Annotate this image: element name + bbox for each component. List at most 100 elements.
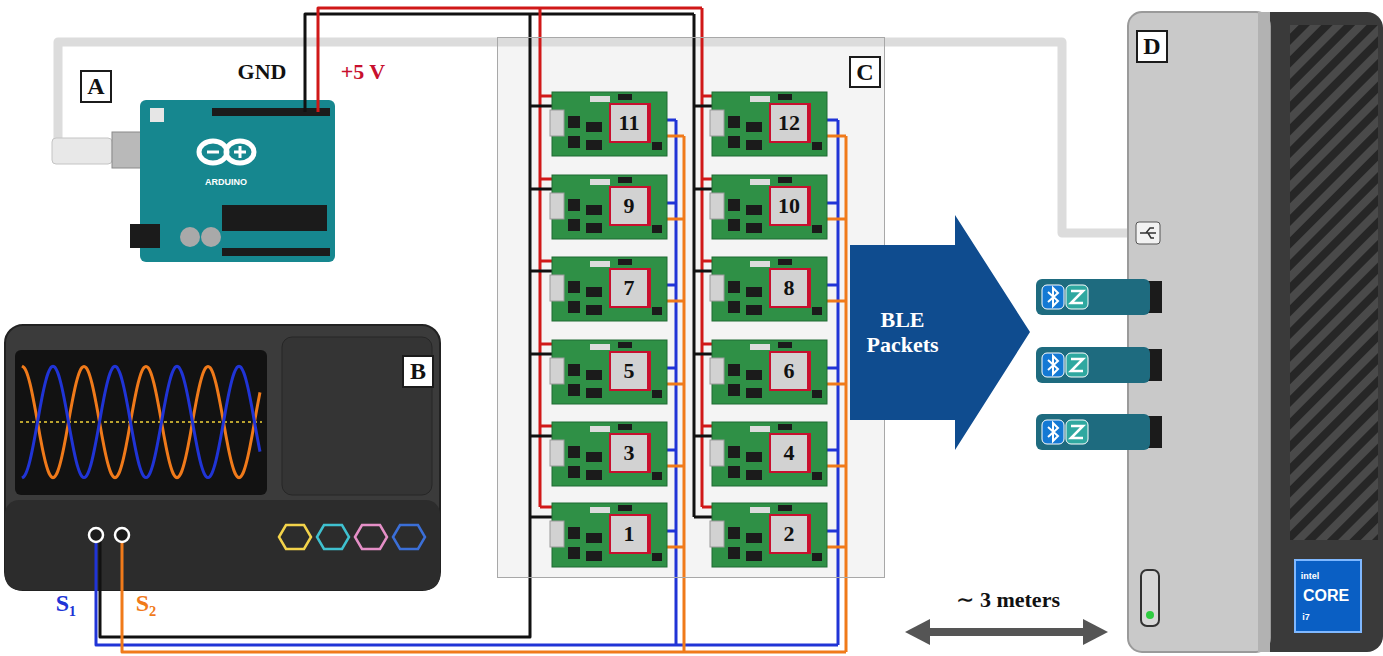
pcb-chip bbox=[568, 547, 580, 559]
ground-stub bbox=[694, 435, 712, 438]
zigbee-glyph bbox=[1071, 291, 1083, 303]
board-number: 6 bbox=[784, 359, 795, 383]
signal-stub-s2 bbox=[667, 383, 684, 386]
board-number-box: 12 bbox=[769, 103, 811, 143]
generator-button bbox=[317, 525, 349, 549]
pcb-chip bbox=[728, 466, 740, 478]
signal-stub-s2 bbox=[667, 218, 684, 221]
pcb-part bbox=[750, 507, 770, 513]
pcb-part bbox=[778, 259, 792, 265]
pcb bbox=[552, 340, 667, 404]
generator-lower bbox=[5, 500, 440, 590]
ground-stub bbox=[694, 270, 712, 273]
pin-label: +5 V bbox=[341, 61, 386, 83]
arduino-logo-signs bbox=[207, 146, 246, 158]
bluetooth-glyph bbox=[1048, 423, 1058, 441]
sensor-board bbox=[710, 257, 827, 321]
pcb-connector bbox=[710, 110, 724, 136]
power-wire bbox=[318, 8, 702, 507]
ground-stub bbox=[530, 270, 552, 273]
pcb bbox=[552, 175, 667, 239]
power-stub bbox=[702, 95, 712, 98]
pcb-chip bbox=[586, 287, 602, 297]
dongle-body bbox=[1036, 279, 1150, 315]
sensor-board bbox=[550, 422, 667, 486]
ground-stub bbox=[694, 105, 712, 108]
board-number: 7 bbox=[624, 276, 635, 300]
pcb-chip bbox=[568, 301, 580, 313]
power-stub bbox=[702, 178, 712, 181]
pcb-part bbox=[590, 96, 610, 102]
ble-dongle bbox=[1036, 347, 1162, 383]
pcb-chip bbox=[728, 446, 740, 458]
pcb bbox=[712, 257, 827, 321]
ground-stub bbox=[530, 353, 552, 356]
board-number: 10 bbox=[778, 194, 800, 218]
ble-dongle bbox=[1036, 414, 1162, 450]
power-stub bbox=[540, 178, 552, 181]
pcb-part bbox=[750, 344, 770, 350]
pcb-chip bbox=[586, 370, 602, 380]
pcb-chip bbox=[746, 223, 762, 233]
pcb-chip bbox=[586, 470, 602, 480]
pcb-chip bbox=[746, 205, 762, 215]
pcb-chip bbox=[586, 122, 602, 132]
arduino-board bbox=[140, 100, 335, 262]
signal-stub-s1 bbox=[667, 367, 676, 370]
pcb-chip bbox=[568, 219, 580, 231]
board-number-box: 3 bbox=[609, 433, 651, 473]
signal-wave-s1 bbox=[22, 366, 260, 478]
pcb-chip bbox=[746, 287, 762, 297]
pcb-chip bbox=[568, 199, 580, 211]
pcb-chip bbox=[728, 136, 740, 148]
part-letter-box: B bbox=[402, 355, 434, 388]
pcb-chip bbox=[728, 527, 740, 539]
sensor-board bbox=[550, 503, 667, 567]
pcb-chip bbox=[746, 305, 762, 315]
pcb-part bbox=[812, 225, 822, 233]
part-letter: B bbox=[410, 358, 426, 384]
ground-stub bbox=[694, 353, 712, 356]
pcb-chip bbox=[746, 452, 762, 462]
signal-stub-s2 bbox=[827, 300, 846, 303]
dongle-slot bbox=[1148, 281, 1162, 313]
pcb-chip bbox=[728, 219, 740, 231]
pcb-chip bbox=[586, 140, 602, 150]
pcb-part bbox=[618, 342, 632, 348]
pcb-part bbox=[750, 426, 770, 432]
pcb-part bbox=[812, 472, 822, 480]
power-led bbox=[1146, 611, 1154, 619]
pcb-part bbox=[618, 94, 632, 100]
usb-port bbox=[1136, 222, 1160, 244]
power-stub bbox=[702, 506, 712, 509]
pcb-chip bbox=[586, 388, 602, 398]
board-number: 2 bbox=[784, 522, 795, 546]
pcb-chip bbox=[728, 384, 740, 396]
signal-stub-s2 bbox=[667, 546, 684, 549]
pcb-part bbox=[812, 142, 822, 150]
pcb bbox=[712, 503, 827, 567]
pcb-connector bbox=[710, 193, 724, 219]
pcb-connector bbox=[710, 521, 724, 547]
pc-grille bbox=[1290, 25, 1378, 540]
arduino-capacitor bbox=[201, 227, 221, 247]
pcb bbox=[712, 422, 827, 486]
sticker-tier: i7 bbox=[1302, 613, 1310, 622]
pcb-chip bbox=[568, 384, 580, 396]
pcb-chip bbox=[586, 205, 602, 215]
ground-stub bbox=[530, 516, 552, 519]
zigbee-icon bbox=[1066, 285, 1088, 309]
board-number-box: 7 bbox=[609, 268, 651, 308]
bluetooth-glyph bbox=[1048, 288, 1058, 306]
bluetooth-icon bbox=[1042, 420, 1064, 444]
brand-label: ARDUINO bbox=[205, 178, 247, 187]
pcb-part bbox=[778, 94, 792, 100]
arduino-capacitor bbox=[180, 227, 200, 247]
signal-stub-s1 bbox=[667, 449, 676, 452]
dongle-slot bbox=[1148, 416, 1162, 448]
pcb-chip bbox=[746, 470, 762, 480]
pcb-part bbox=[590, 179, 610, 185]
pcb-chip bbox=[568, 364, 580, 376]
pcb-chip bbox=[728, 199, 740, 211]
ground-wire bbox=[100, 14, 694, 637]
